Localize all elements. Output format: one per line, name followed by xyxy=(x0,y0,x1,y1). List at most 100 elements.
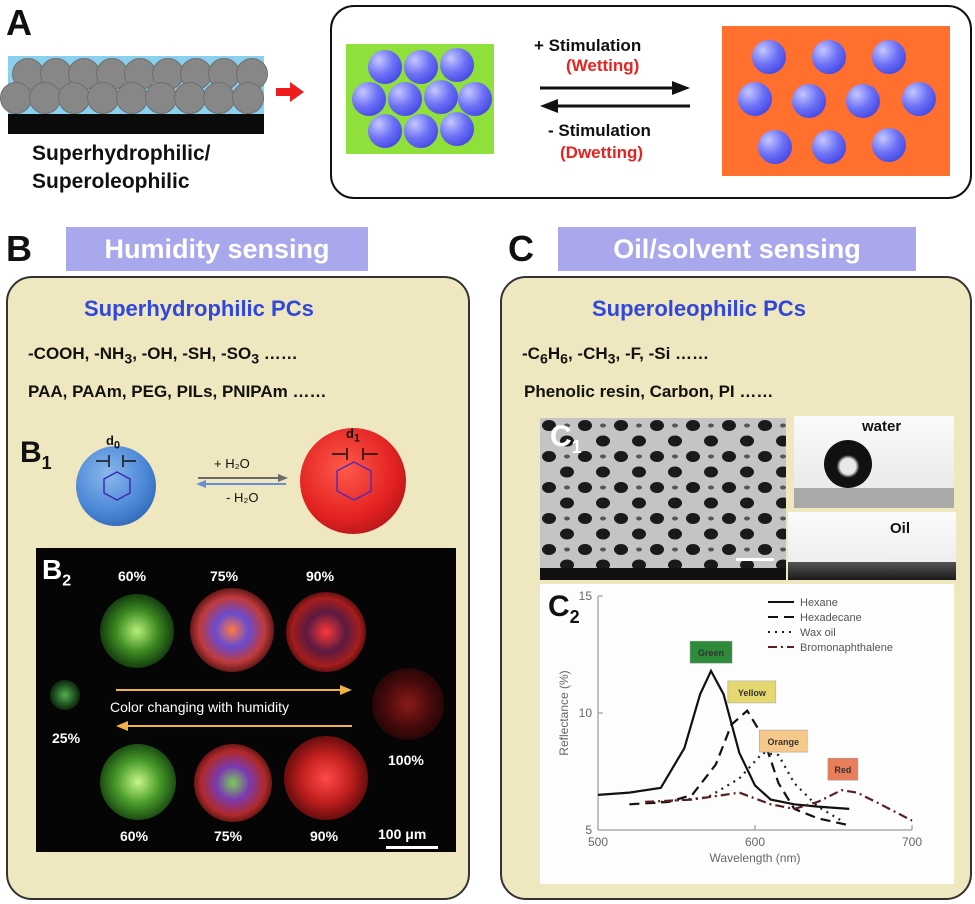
x-tick-label: 700 xyxy=(902,835,922,849)
left-label-25: 25% xyxy=(52,730,81,746)
green-box-sphere xyxy=(368,50,402,84)
annotation-box xyxy=(727,680,777,704)
microsphere-60-bottom xyxy=(100,744,176,820)
c-groups-text-1: -C xyxy=(522,344,540,363)
series-line-wax-oil xyxy=(660,751,842,822)
green-box-sphere xyxy=(440,48,474,82)
microsphere-90-bottom xyxy=(284,736,368,820)
d0-marker-icon xyxy=(96,455,136,467)
legend-label: Bromonaphthalene xyxy=(800,642,893,654)
d1-marker-icon xyxy=(332,448,378,460)
oil-surface-image: Oil xyxy=(788,512,956,580)
orange-box-sphere xyxy=(792,84,826,118)
substrate xyxy=(8,114,264,134)
film-illustration xyxy=(0,56,268,134)
orange-box-sphere xyxy=(812,130,846,164)
humidity-up-arrow-icon xyxy=(116,685,352,695)
color-change-caption: Color changing with humidity xyxy=(110,699,289,715)
bottom-label-60: 60% xyxy=(120,828,149,844)
film-particle xyxy=(174,82,206,114)
green-box-sphere xyxy=(424,80,458,114)
water-droplet xyxy=(824,440,872,488)
film-particle xyxy=(87,82,119,114)
sem-image: C1 xyxy=(540,418,786,580)
d0-label: d0 xyxy=(106,433,120,452)
y-tick-label: 5 xyxy=(585,823,592,837)
caption-line-2: Superoleophilic xyxy=(32,170,190,193)
forward-arrow-icon xyxy=(540,81,690,95)
backward-arrow-icon xyxy=(540,99,690,113)
oleophilic-materials: Phenolic resin, Carbon, PI …… xyxy=(524,382,774,401)
orange-box-sphere xyxy=(872,40,906,74)
water-label: water xyxy=(862,418,902,435)
top-label-90: 90% xyxy=(306,568,335,584)
orange-box-sphere xyxy=(872,128,906,162)
hexagon-icon xyxy=(103,471,131,501)
orange-box-sphere xyxy=(902,82,936,116)
plus-stimulation-label: + Stimulation xyxy=(534,36,642,55)
green-box-sphere xyxy=(404,50,438,84)
green-box-sphere xyxy=(440,112,474,146)
orange-box-sphere xyxy=(738,82,772,116)
b2-label: B2 xyxy=(42,554,72,590)
microsphere-100 xyxy=(372,668,444,740)
plus-water-label: + H₂O xyxy=(214,456,250,471)
superoleophilic-title: Superoleophilic PCs xyxy=(592,296,806,321)
microsphere-90-top xyxy=(286,592,366,672)
dewetting-label: (Dwetting) xyxy=(560,143,644,162)
scale-bar xyxy=(386,846,438,849)
annotation-label: Orange xyxy=(768,737,800,747)
green-box-sphere xyxy=(404,114,438,148)
y-axis-title: Reflectance (%) xyxy=(557,670,571,755)
microsphere-60-top xyxy=(100,594,174,668)
sem-honeycomb xyxy=(540,418,786,580)
panel-b-letter: B xyxy=(6,228,32,269)
film-particle xyxy=(145,82,177,114)
series-line-hexane xyxy=(597,668,850,810)
oleophilic-groups: -C6H6, -CH3, -F, -Si …… xyxy=(522,344,709,367)
d1-label: d1 xyxy=(346,426,360,445)
c-groups-text-4: , -F, -Si …… xyxy=(615,344,710,363)
b2-microscopy-panel: B2 60% 75% 90% 25% 100% Color changing w… xyxy=(36,548,456,852)
c1-label: C1 xyxy=(550,420,582,457)
annotation-box xyxy=(827,757,859,781)
c-groups-sub-2: 6 xyxy=(560,351,568,368)
water-droplet-image: water xyxy=(794,416,954,508)
groups-text-1: -COOH, -NH xyxy=(28,344,125,363)
series-line-hexadecane xyxy=(629,709,850,827)
series-line-bromonaphthalene xyxy=(645,789,913,822)
annotation-label: Green xyxy=(698,648,724,658)
microsphere-75-bottom xyxy=(194,744,272,822)
orange-box xyxy=(722,26,950,176)
x-axis-title: Wavelength (nm) xyxy=(710,851,801,865)
groups-text-3: …… xyxy=(259,344,298,363)
hydrophilic-polymers: PAA, PAAm, PEG, PILs, PNIPAm …… xyxy=(28,382,327,401)
annotation-label: Yellow xyxy=(738,688,767,698)
superhydrophilic-title: Superhydrophilic PCs xyxy=(84,296,314,321)
orange-box-sphere xyxy=(846,84,880,118)
film-particle xyxy=(232,82,264,114)
groups-sub-1: 3 xyxy=(124,351,133,368)
orange-box-sphere xyxy=(752,40,786,74)
legend-label: Wax oil xyxy=(800,627,836,639)
legend-label: Hexadecane xyxy=(800,612,862,624)
c-groups-sub-3: 3 xyxy=(607,351,616,368)
c-groups-text-3: , -CH xyxy=(567,344,608,363)
wetting-label: (Wetting) xyxy=(566,56,640,75)
orange-box-sphere xyxy=(812,40,846,74)
green-box-sphere xyxy=(368,114,402,148)
b1-label: B1 xyxy=(20,436,52,473)
film-particle xyxy=(203,82,235,114)
microsphere-75-top xyxy=(190,588,274,672)
minus-water-label: - H₂O xyxy=(226,490,259,505)
panel-a-letter: A xyxy=(6,2,32,43)
bottom-label-90: 90% xyxy=(310,828,339,844)
groups-text-2: , -OH, -SH, -SO xyxy=(132,344,252,363)
film-particle xyxy=(116,82,148,114)
y-tick-label: 15 xyxy=(579,589,593,603)
right-arrow-icon xyxy=(276,82,304,102)
green-box-sphere xyxy=(388,82,422,116)
film-particle xyxy=(58,82,90,114)
